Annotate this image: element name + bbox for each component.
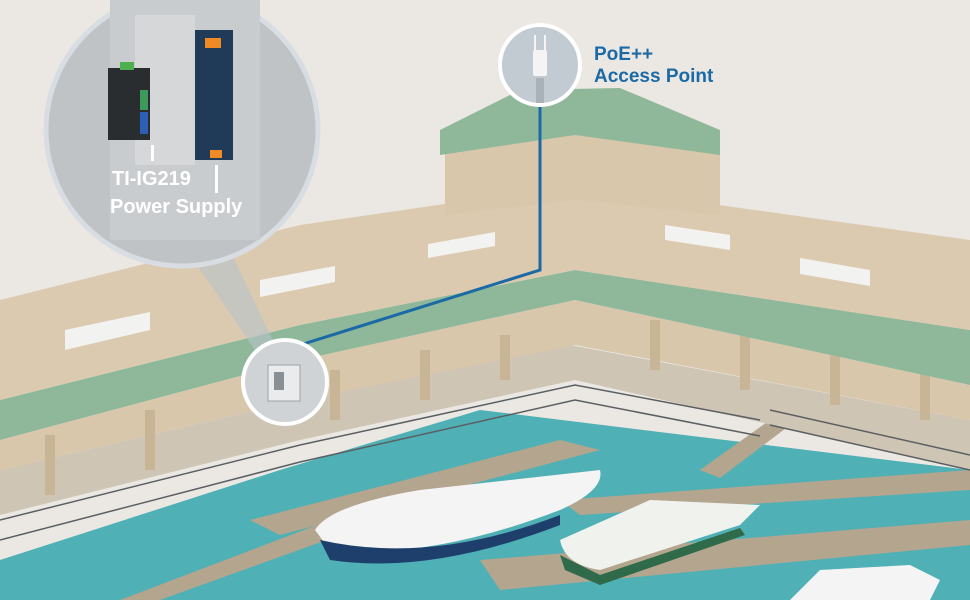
tower-wall: [445, 130, 720, 215]
boats: [315, 470, 940, 600]
callout-cone: [190, 250, 275, 350]
columns: [45, 320, 930, 495]
access-point-label-line2: Access Point: [594, 66, 714, 87]
building-wall: [0, 300, 970, 470]
green-canopy: [0, 270, 970, 440]
roof-signs: [65, 225, 870, 350]
access-point-callout: [498, 23, 582, 107]
ti-ig219-label: TI-IG219: [112, 168, 191, 190]
railing: [0, 384, 970, 541]
promenade: [0, 345, 970, 515]
tower-roof: [440, 88, 720, 155]
access-point-image: [533, 50, 547, 76]
power-supply-label: Power Supply: [110, 196, 243, 218]
device-zoom-callout: TI-IG219 Power Supply: [43, 0, 321, 269]
enclosure-callout: [241, 338, 329, 426]
access-point-label-line1: PoE++: [594, 44, 653, 65]
